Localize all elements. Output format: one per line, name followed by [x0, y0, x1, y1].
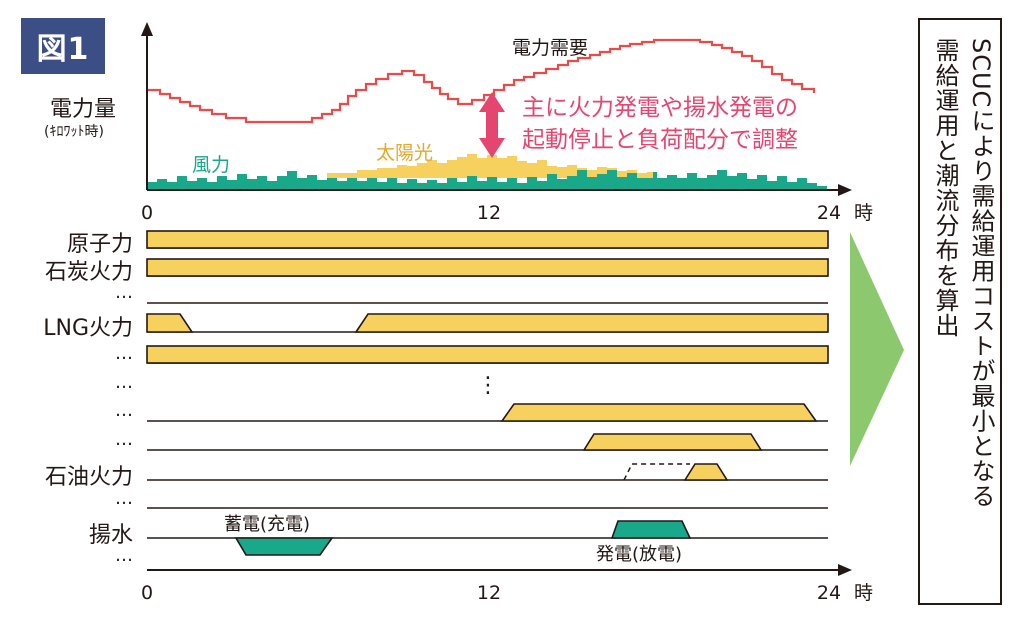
bar-row5 — [146, 345, 829, 364]
storage-label: 蓄電(充電) — [224, 514, 311, 535]
row-label-ellipsis: … — [115, 488, 133, 509]
adjust-double-arrow — [479, 92, 505, 158]
bar-oil — [683, 463, 729, 481]
y-axis-unit: (ｷﾛﾜｯﾄ時) — [44, 124, 104, 140]
bar-row8 — [582, 433, 763, 451]
row-label-ellipsis: … — [115, 343, 133, 364]
bar-row7 — [500, 403, 818, 422]
row-label-ellipsis: … — [115, 429, 133, 450]
vertical-ellipsis: ⋮ — [477, 373, 499, 398]
solar-area — [327, 154, 653, 178]
row-label-ellipsis: … — [115, 372, 133, 393]
bar-coal — [146, 258, 829, 277]
pumped-shapes — [234, 520, 692, 556]
row-label-oil: 石油火力 — [44, 465, 133, 490]
top-y-axis-arrowhead — [141, 22, 153, 36]
bottom-x-tick-0: 0 — [141, 582, 153, 604]
row-label-coal: 石炭火力 — [44, 260, 133, 285]
bar-lng-b — [354, 313, 829, 333]
adjust-note-line1: 主に火力発電や揚水発電の — [522, 95, 798, 121]
top-x-tick-24: 24 — [817, 202, 841, 224]
result-box: SCUCにより需給運用コストが最小となる 需給運用と潮流分布を算出 — [918, 18, 1002, 605]
bar-nuclear — [146, 230, 829, 249]
wind-label: 風力 — [192, 154, 231, 176]
demand-label: 電力需要 — [512, 37, 589, 59]
result-text-line1: SCUCにより需給運用コストが最小となる — [967, 38, 995, 509]
row-label-pumped: 揚水 — [88, 523, 133, 548]
row-label-ellipsis: … — [115, 282, 133, 303]
top-x-unit: 時 — [854, 202, 873, 224]
top-chart: 0 12 24 時 — [141, 22, 873, 224]
result-arrow — [850, 232, 904, 466]
top-x-tick-12: 12 — [477, 202, 501, 224]
top-x-axis-arrowhead — [838, 184, 852, 196]
pumped-charge — [234, 537, 334, 556]
bottom-x-tick-12: 12 — [477, 582, 501, 604]
row-label-nuclear: 原子力 — [66, 232, 133, 257]
wind-overlay — [447, 170, 647, 190]
bottom-x-axis-arrowhead — [838, 564, 852, 576]
y-axis-label: 電力量 — [50, 97, 117, 122]
unit-bars — [146, 230, 829, 481]
top-x-tick-0: 0 — [141, 202, 153, 224]
bottom-chart: 0 12 24 時 ⋮ — [141, 230, 873, 604]
adjust-note-line2: 起動停止と負荷配分で調整 — [522, 127, 798, 153]
bottom-x-unit: 時 — [854, 582, 873, 604]
bar-oil-dashed — [623, 463, 690, 481]
pumped-discharge — [610, 520, 692, 539]
bar-lng-a — [146, 313, 194, 333]
figure-badge: 図1 — [21, 18, 105, 74]
row-label-lng: LNG火力 — [43, 316, 133, 341]
row-label-ellipsis: … — [115, 545, 133, 566]
result-text-line2: 需給運用と潮流分布を算出 — [931, 38, 959, 338]
row-label-ellipsis: … — [115, 400, 133, 421]
bottom-x-tick-24: 24 — [817, 582, 841, 604]
generate-label: 発電(放電) — [596, 544, 683, 565]
demand-line — [147, 38, 816, 124]
solar-label: 太陽光 — [376, 142, 434, 164]
